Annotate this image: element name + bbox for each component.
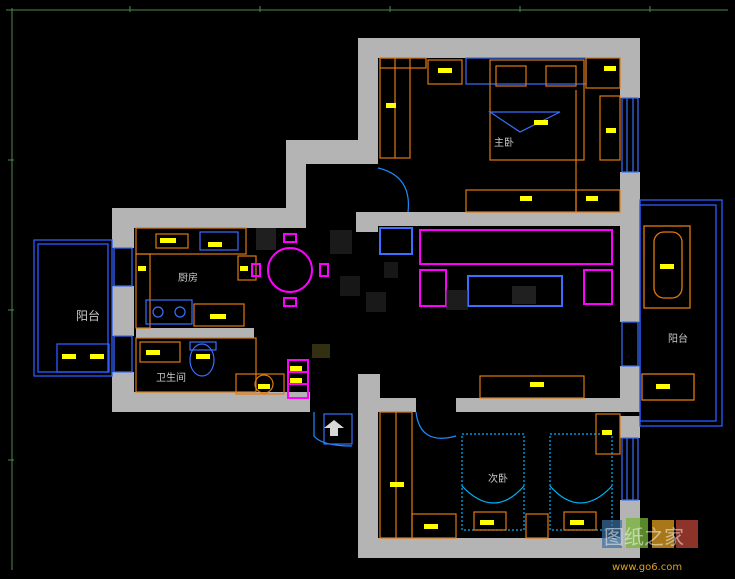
second-bedroom-furniture [379,411,621,539]
kitchen-furniture [135,227,257,329]
bathroom-furniture [135,337,285,395]
viewport-ticks [6,6,728,570]
balcony-left [33,239,113,377]
label-bathroom: 卫生间 [156,371,186,384]
watermark-brand: 图纸之家 [604,525,684,549]
walls [112,38,640,558]
watermark-domain: www.go6.com [612,562,682,573]
dining-set [251,233,329,399]
balcony-right [639,199,723,427]
living-room-furniture [379,227,613,399]
windows [113,97,639,501]
entrance-arrow-icon [324,420,344,436]
label-balcony-right: 阳台 [668,332,688,345]
master-bedroom-furniture [379,57,621,213]
room-labels: 主卧 厨房 阳台 卫生间 阳台 次卧 [76,136,688,485]
label-master-bedroom: 主卧 [494,136,514,149]
watermark-logo: 图纸之家 www.go6.com [602,518,698,573]
label-second-bedroom: 次卧 [488,472,508,485]
obscured-region [256,228,536,358]
label-balcony-left: 阳台 [76,308,100,323]
label-kitchen: 厨房 [178,271,198,284]
doors [313,167,457,447]
dimension-tags [62,66,674,529]
